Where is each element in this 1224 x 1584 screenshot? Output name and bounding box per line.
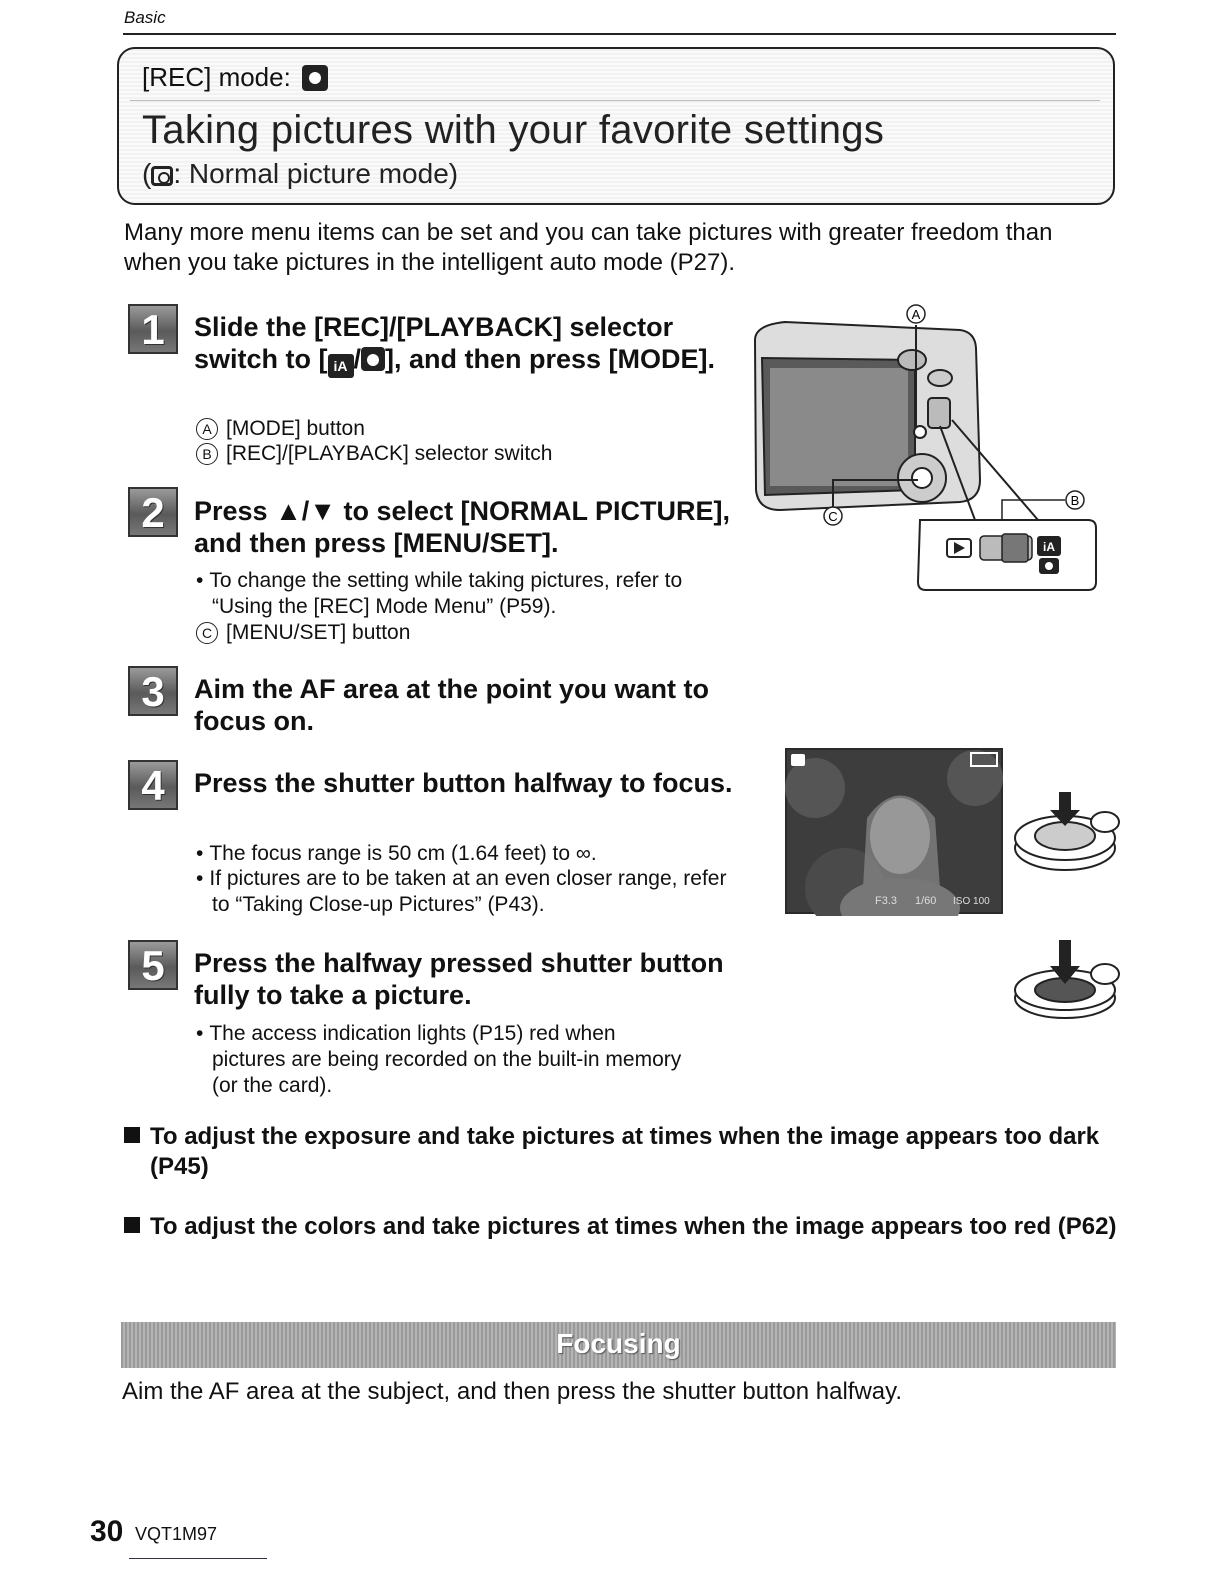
rec-mode-label: [REC] mode: [142,62,291,92]
note-text: To adjust the colors and take pictures a… [150,1213,1117,1240]
note-exposure: To adjust the exposure and take pictures… [124,1122,1130,1182]
lcd-iso: ISO 100 [953,896,990,907]
shutter-half-press-illustration [1014,792,1120,871]
mode-button [913,425,927,439]
step-5-badge: 5 [128,940,178,990]
rec-mode-line: [REC] mode: [142,62,329,93]
marker-a: A [196,418,218,440]
callout-c-circle [823,506,843,526]
square-bullet-icon [124,1217,140,1233]
header-rule [123,33,1116,35]
lcd-shutter-speed: 1/60 [915,895,936,907]
step-4-badge: 4 [128,760,178,810]
item-text: [MENU/SET] button [226,621,411,644]
arrow-down-icon [1050,940,1080,984]
marker-c: C [196,622,218,644]
step-1-item-a: A [MODE] button [196,416,365,442]
step-5-bullet: The access indication lights (P15) red w… [196,1021,692,1099]
marker-b: B [196,443,218,465]
step-3-title: Aim the AF area at the point you want to… [194,674,710,736]
page-title: Taking pictures with your favorite setti… [142,108,885,152]
step-1-badge: 1 [128,304,178,354]
lcd-camera-icon [791,754,805,766]
subtitle-open-paren: ( [142,158,152,189]
lcd-aperture: F3.3 [875,895,897,907]
intro-paragraph: Many more menu items can be set and you … [124,219,1053,276]
title-box [117,47,1115,205]
step-1-title-sep: / [353,344,362,374]
callout-a-label: A [912,307,921,322]
title-divider [130,100,1100,101]
focusing-text: Aim the AF area at the subject, and then… [122,1378,903,1405]
selector-switch [927,397,951,429]
step-1-title: Slide the [REC]/[PLAYBACK] selector swit… [194,311,734,378]
page-number: 30 [90,1515,124,1548]
step-2-item-c: C [MENU/SET] button [196,620,410,646]
focusing-heading: Focusing [556,1328,681,1359]
battery-icon [970,752,998,767]
step-1-title-part-b: ], and then press [MODE]. [385,344,716,374]
item-text: [MODE] button [226,417,365,440]
shutter-full-press-illustration [1014,940,1120,1019]
camera-icon [361,347,386,371]
camera-mode-icon [151,166,174,186]
intelligent-auto-icon: iA [327,354,354,378]
normal-picture-mode-icon [302,65,329,91]
square-bullet-icon [124,1127,140,1143]
focusing-heading-bar [121,1322,1116,1368]
step-4-bullet-1: The focus range is 50 cm (1.64 feet) to … [196,841,742,867]
callout-b-label: B [1071,493,1080,508]
page-subtitle: ( : Normal picture mode) [142,158,458,190]
callout-c-label: C [828,509,837,524]
subtitle-text: : Normal picture mode) [173,158,459,189]
callout-a-circle [906,304,926,324]
callout-b-circle [1065,490,1085,510]
step-4-title: Press the shutter button halfway to focu… [194,768,733,798]
camera-illustration: A C B iA [753,304,1097,591]
step-2-badge: 2 [128,487,178,537]
switch-knob [1001,533,1029,563]
step-3-badge: 3 [128,666,178,716]
switch-ia-label: iA [1043,540,1055,554]
lcd-screen-photo: F3.3 1/60 ISO 100 [785,748,1003,916]
document-code: VQT1M97 [135,1524,218,1544]
item-text: [REC]/[PLAYBACK] selector switch [226,442,553,465]
step-1-title-part-a: Slide the [REC]/[PLAYBACK] selector swit… [194,312,674,374]
step-1-item-b: B [REC]/[PLAYBACK] selector switch [196,441,552,467]
step-2-title: Press ▲/▼ to select [NORMAL PICTURE], an… [194,496,731,558]
step-5-title: Press the halfway pressed shutter button… [194,948,724,1010]
step-2-bullet: To change the setting while taking pictu… [196,568,742,620]
footer-rule [129,1558,267,1559]
section-label: Basic [124,8,166,27]
note-colors: To adjust the colors and take pictures a… [124,1212,1130,1242]
arrow-down-icon [1050,792,1080,826]
note-text: To adjust the exposure and take pictures… [150,1123,1100,1180]
step-4-bullet-2: If pictures are to be taken at an even c… [196,866,742,918]
